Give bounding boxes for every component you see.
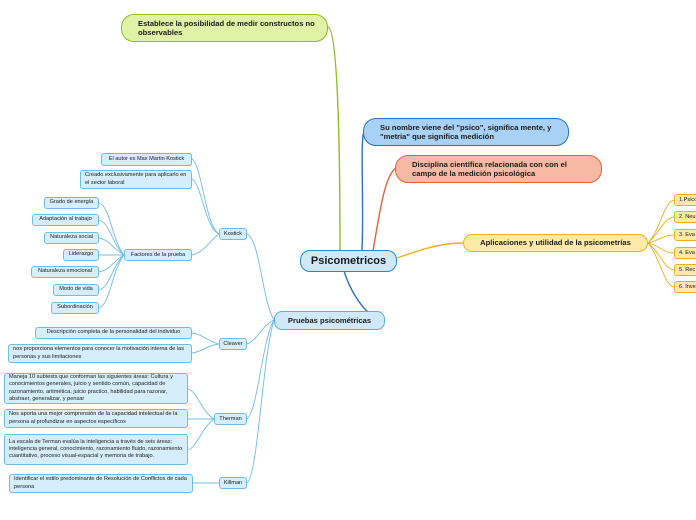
kostick-author[interactable]: El autor es Max Martin Kostick xyxy=(101,153,192,166)
test-cleaver[interactable]: Cleaver xyxy=(219,338,247,350)
connector-applications xyxy=(396,242,464,259)
application-item-1[interactable]: 1.Psico xyxy=(674,194,696,206)
factor-item[interactable]: Naturaleza social xyxy=(44,232,99,244)
connector-discipline xyxy=(372,167,397,252)
factor-item[interactable]: Liderazgo xyxy=(63,249,99,261)
test-killman[interactable]: Killman xyxy=(219,477,247,489)
test-therman[interactable]: Therman xyxy=(214,413,247,425)
therman-item[interactable]: La escala de Terman evalúa la inteligenc… xyxy=(4,434,188,465)
cleaver-item[interactable]: nos proporciona elementos para conocer l… xyxy=(8,344,192,363)
application-item-2[interactable]: 2. Neu xyxy=(674,211,696,223)
topic-applications[interactable]: Aplicaciones y utilidad de la psicometrí… xyxy=(463,234,648,252)
application-item-6[interactable]: 6. Inve xyxy=(674,281,696,293)
topic-tests[interactable]: Pruebas psicométricas xyxy=(274,311,385,330)
kostick-factors[interactable]: Factores de la prueba xyxy=(124,249,192,261)
connector-constructs xyxy=(327,26,341,252)
therman-item[interactable]: Maneja 10 subtests que conforman las sig… xyxy=(4,373,188,404)
killman-item[interactable]: Identificar el estilo predominante de Re… xyxy=(9,474,193,493)
factor-item[interactable]: Adaptación al trabajo xyxy=(32,214,99,226)
kostick-created-for[interactable]: Creado exclusivamente para aplicarlo en … xyxy=(80,170,192,189)
application-item-5[interactable]: 5. Rec xyxy=(674,264,696,276)
therman-item[interactable]: Nos aporta una mejor comprensión de la c… xyxy=(4,409,188,428)
topic-constructs[interactable]: Establece la posibilidad de medir constr… xyxy=(121,14,328,42)
factor-item[interactable]: Naturaleza emocional xyxy=(31,266,99,278)
cleaver-item[interactable]: Descripción completa de la personalidad … xyxy=(35,327,192,339)
factor-item[interactable]: Subordinación xyxy=(51,302,99,314)
application-item-3[interactable]: 3. Eva xyxy=(674,229,696,241)
application-item-4[interactable]: 4. Eva xyxy=(674,247,696,259)
topic-name-origin[interactable]: Su nombre viene del "psico", significa m… xyxy=(363,118,569,146)
topic-discipline[interactable]: Disciplina científica relacionada con co… xyxy=(395,155,602,183)
test-kostick[interactable]: Kostick xyxy=(219,228,247,240)
connector-tests xyxy=(343,270,369,313)
connectors-tests xyxy=(98,158,275,484)
connectors-applications-items xyxy=(647,199,675,288)
central-topic[interactable]: Psicometricos xyxy=(300,250,397,272)
factor-item[interactable]: Modo de vida xyxy=(53,284,99,296)
factor-item[interactable]: Grado de energía xyxy=(44,197,99,209)
connector-name-origin xyxy=(361,131,365,252)
